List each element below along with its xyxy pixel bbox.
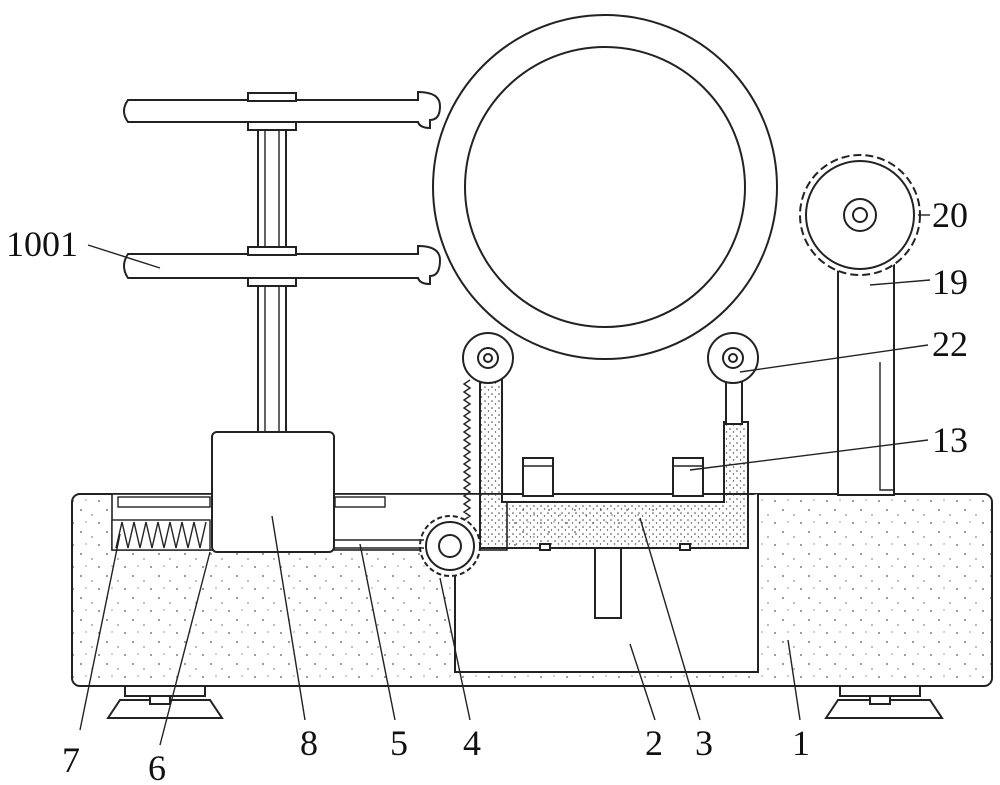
cable [334, 539, 424, 549]
label-7: 7 [62, 740, 80, 780]
large-ring [432, 14, 778, 360]
label-5: 5 [390, 723, 408, 763]
label-22: 22 [932, 324, 968, 364]
label-6: 6 [148, 748, 166, 785]
label-8: 8 [300, 723, 318, 763]
spring [111, 519, 211, 551]
label-19: 19 [932, 262, 968, 302]
leader-lines [79, 214, 931, 746]
left-foot [106, 685, 224, 719]
label-2: 2 [645, 723, 663, 763]
left-roller [462, 332, 514, 384]
label-4: 4 [463, 723, 481, 763]
label-1001: 1001 [6, 224, 78, 264]
top-blocks [522, 457, 704, 497]
upper-arm [123, 90, 442, 131]
label-1: 1 [792, 723, 810, 763]
right-roller [707, 332, 759, 384]
lower-arm [123, 244, 442, 287]
gear [419, 515, 481, 577]
right-foot [824, 685, 944, 719]
label-3: 3 [695, 723, 713, 763]
rack-bracket [462, 359, 749, 619]
knurled-wheel [799, 154, 921, 276]
label-13: 13 [932, 420, 968, 460]
label-20: 20 [932, 195, 968, 235]
slider-block [211, 431, 335, 553]
